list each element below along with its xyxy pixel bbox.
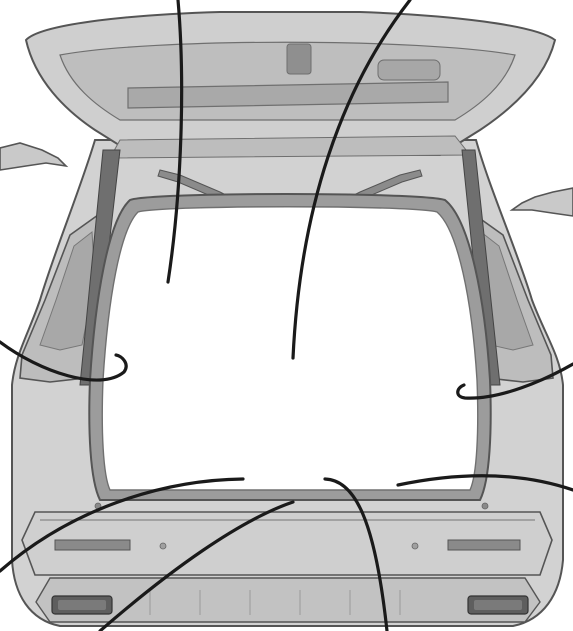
bumper-sensor xyxy=(412,543,418,549)
tailgate-handle-recess xyxy=(378,60,440,80)
tailgate-brake-light xyxy=(287,44,311,74)
bumper-sensor xyxy=(160,543,166,549)
left-side-mirror xyxy=(0,143,66,170)
bumper-sensor xyxy=(482,503,488,509)
right-bumper-reflector xyxy=(448,540,520,550)
tailgate-lower-lip xyxy=(110,136,470,158)
left-bumper-reflector xyxy=(55,540,130,550)
right-exhaust-inner xyxy=(474,600,522,610)
left-exhaust-inner xyxy=(58,600,106,610)
right-side-mirror xyxy=(512,188,573,216)
cargo-opening xyxy=(102,207,477,490)
